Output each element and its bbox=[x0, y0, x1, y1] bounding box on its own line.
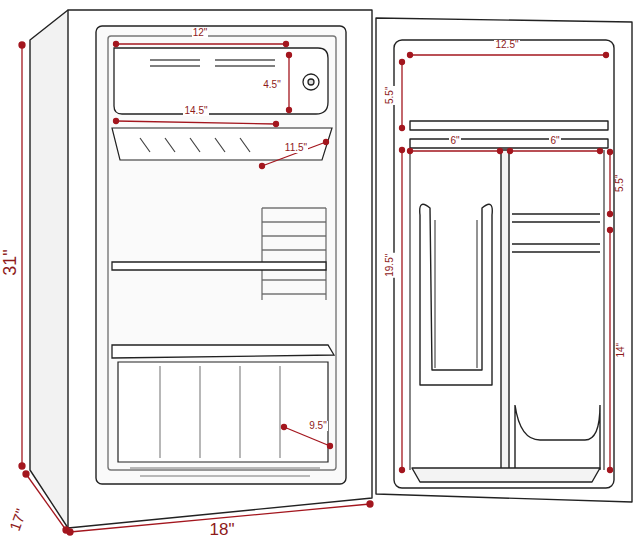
crisper-box bbox=[118, 362, 328, 462]
dimension-label: 18" bbox=[209, 521, 236, 539]
dimension-label: 6" bbox=[549, 136, 560, 147]
fridge-body bbox=[30, 10, 372, 528]
door-liner bbox=[394, 40, 614, 488]
shelf bbox=[112, 262, 326, 270]
dimension-line bbox=[410, 54, 606, 55]
dimension-label: 11.5" bbox=[284, 143, 308, 154]
door bbox=[376, 18, 632, 502]
dimension-label: 6" bbox=[449, 136, 460, 147]
dimension-line bbox=[401, 150, 402, 470]
dimension-line bbox=[21, 45, 22, 466]
dimension-line bbox=[288, 55, 289, 110]
dimension-label: 14" bbox=[616, 342, 627, 359]
rail-lines bbox=[262, 208, 326, 294]
drip-tray bbox=[112, 128, 332, 160]
side-rails bbox=[262, 208, 326, 300]
side-panel bbox=[30, 10, 68, 528]
dimension-label: 12.5" bbox=[494, 40, 519, 51]
dimension-line bbox=[410, 150, 600, 151]
door-walls bbox=[410, 150, 604, 470]
dimension-label: 17" bbox=[6, 506, 29, 534]
dimension-line bbox=[609, 152, 610, 214]
door-ledge bbox=[412, 468, 600, 482]
drip-tray-body bbox=[112, 128, 332, 160]
crisper-ribs bbox=[160, 366, 280, 458]
dimension-dots bbox=[19, 42, 613, 536]
shelves bbox=[112, 262, 334, 358]
rail-frame bbox=[262, 208, 326, 300]
front-face bbox=[68, 10, 372, 528]
inner-cavity bbox=[108, 36, 336, 470]
freezer bbox=[114, 48, 328, 114]
dimension-lines bbox=[19, 42, 613, 536]
can-rack bbox=[512, 214, 600, 252]
door-shelf bbox=[410, 139, 608, 148]
door-panel bbox=[376, 18, 632, 502]
freezer-box bbox=[114, 48, 328, 114]
door-divider bbox=[501, 150, 509, 470]
bottle-rack bbox=[435, 220, 477, 368]
dimension-label: 5.5" bbox=[386, 85, 397, 104]
drip-tray-slots bbox=[140, 138, 250, 152]
dimension-label: 12" bbox=[192, 28, 209, 39]
dimension-label: 4.5" bbox=[262, 80, 281, 91]
dimension-line bbox=[262, 142, 326, 166]
dimension-line bbox=[116, 43, 286, 44]
dimension-line bbox=[401, 62, 402, 128]
thermostat-dial bbox=[308, 79, 314, 85]
dimension-line bbox=[609, 230, 610, 470]
bottle-rack bbox=[420, 204, 493, 385]
dimension-label: 5.5" bbox=[616, 173, 627, 192]
freezer-vents bbox=[150, 60, 275, 66]
dimension-label: 14.5" bbox=[183, 106, 208, 117]
door-shelf bbox=[410, 121, 608, 130]
dimension-label: 9.5" bbox=[308, 421, 327, 432]
bottle-bin bbox=[515, 405, 600, 470]
dimension-line bbox=[116, 121, 276, 124]
thermostat-dial bbox=[303, 74, 319, 90]
dimension-label: 31" bbox=[1, 248, 20, 276]
base-lines bbox=[130, 468, 320, 476]
door-opening bbox=[96, 26, 346, 484]
dimension-line bbox=[26, 474, 66, 530]
shelf bbox=[112, 345, 334, 358]
dimension-label: 19.5" bbox=[386, 252, 397, 277]
crisper-drawer bbox=[118, 362, 328, 476]
